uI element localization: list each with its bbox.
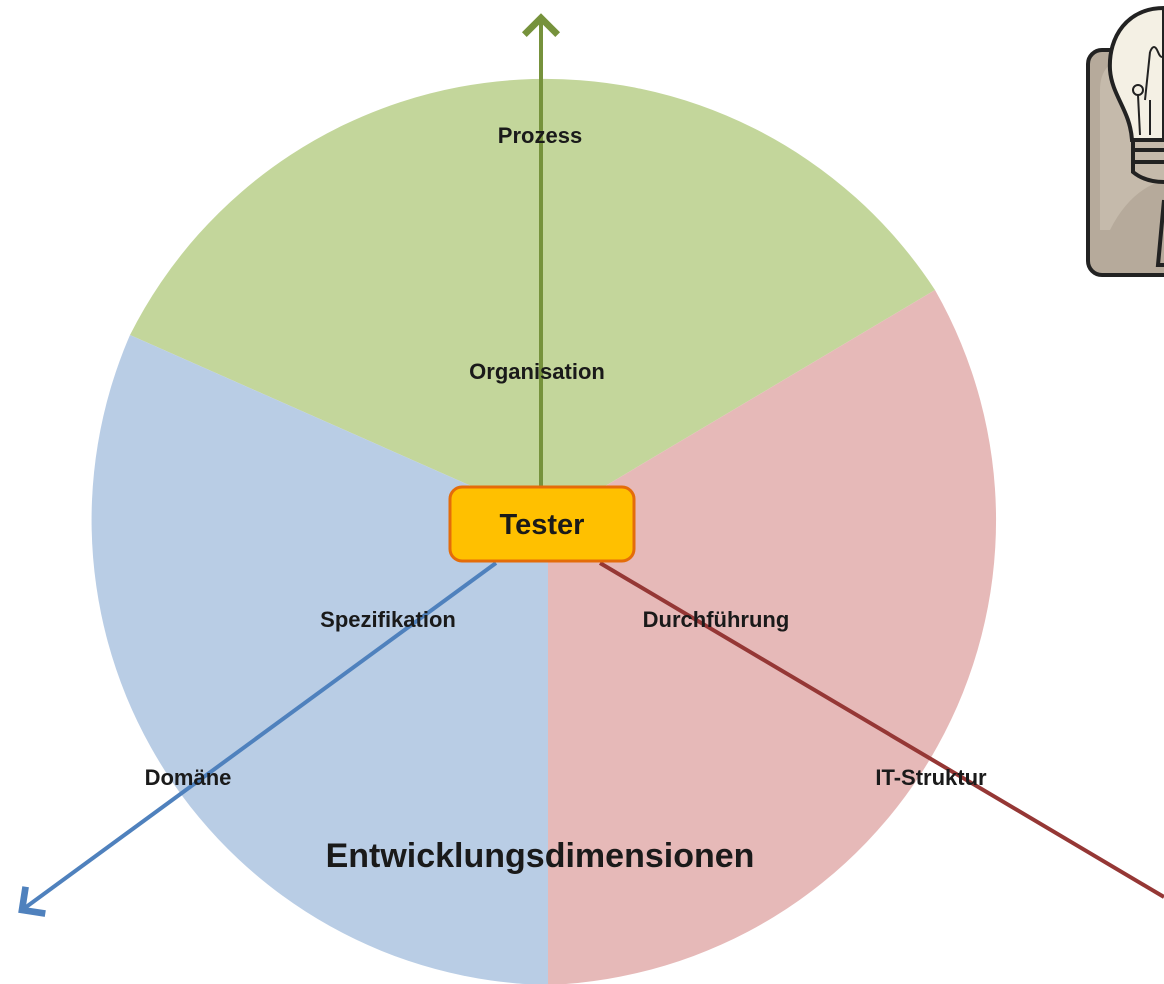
diagram-title: Entwicklungsdimensionen bbox=[326, 837, 755, 875]
axis-domain-arrow bbox=[18, 561, 498, 917]
label-it-struktur: IT-Struktur bbox=[875, 765, 987, 790]
sector-domain bbox=[91, 335, 548, 984]
sector-process bbox=[130, 78, 935, 521]
label-durchfuehrung: Durchführung bbox=[643, 607, 790, 632]
tester-box bbox=[448, 485, 636, 563]
sector-it bbox=[548, 290, 996, 984]
label-organisation: Organisation bbox=[469, 359, 605, 384]
lightbulb-icon bbox=[1086, 5, 1164, 277]
label-domaene: Domäne bbox=[145, 765, 232, 790]
axis-it-arrow bbox=[598, 561, 1164, 899]
label-spezifikation: Spezifikation bbox=[320, 607, 456, 632]
tester-label: Tester bbox=[500, 509, 585, 541]
label-prozess: Prozess bbox=[498, 123, 582, 148]
